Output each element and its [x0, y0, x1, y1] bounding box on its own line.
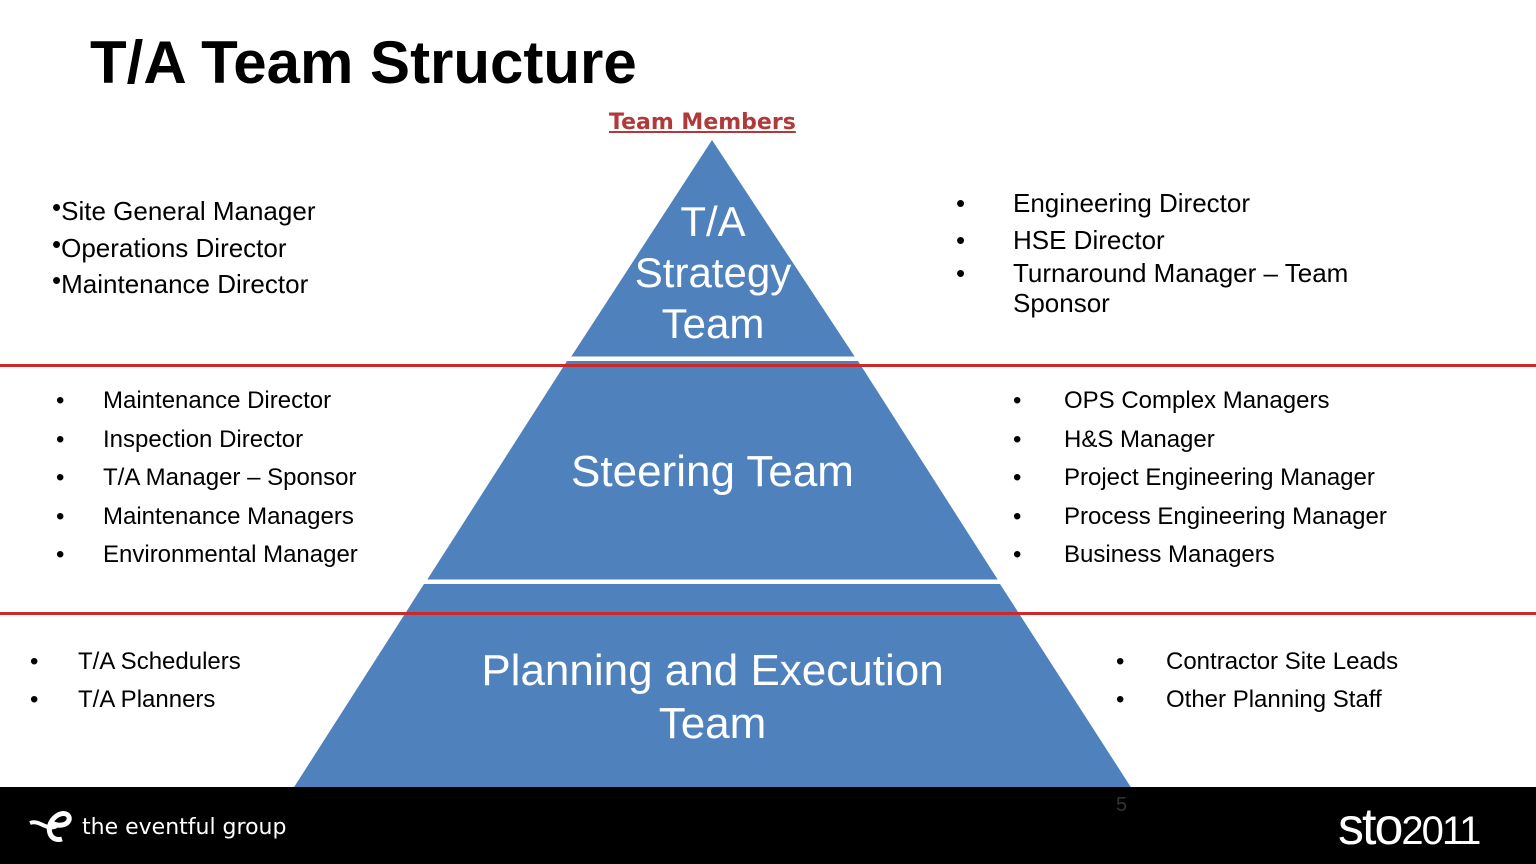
planning-right-list: •Contractor Site Leads •Other Planning S…	[1116, 643, 1398, 719]
list-item: •T/A Planners	[30, 686, 216, 713]
list-item: •Inspection Director	[56, 425, 304, 453]
sto-logo: sto2011	[1338, 797, 1481, 857]
eventful-logo-text: the eventful group	[82, 815, 287, 840]
footer-bar: the eventful group sto2011	[0, 787, 1536, 864]
list-item: •Project Engineering Manager	[1013, 464, 1375, 491]
eventful-logo-icon	[28, 809, 76, 845]
page-number: 5	[1116, 794, 1128, 816]
list-item: •Engineering Director	[956, 188, 1251, 218]
list-item: •Maintenance Managers	[56, 502, 354, 530]
tier-label-line: Planning and Execution	[481, 646, 944, 695]
list-item: •OPS Complex Managers	[1013, 387, 1330, 414]
section-divider	[0, 364, 1536, 367]
pyramid-tier-strategy	[571, 140, 855, 357]
pyramid-tier-steering	[427, 361, 998, 580]
section-divider	[0, 612, 1536, 615]
tier-label-strategy: T/A Strategy Team	[572, 196, 854, 349]
list-item: •H&S Manager	[1013, 425, 1215, 453]
list-item: •Maintenance Director	[52, 265, 309, 299]
list-item: •T/A Manager – Sponsor	[56, 464, 357, 491]
tier-label-line: Steering Team	[571, 447, 854, 496]
list-item: •Contractor Site Leads	[1116, 648, 1399, 675]
list-item: •Environmental Manager	[56, 541, 358, 568]
tier-label-line: Team	[658, 699, 767, 748]
steering-left-list: •Maintenance Director •Inspection Direct…	[56, 382, 358, 575]
list-item: •T/A Schedulers	[30, 648, 241, 675]
list-item: •Operations Director	[52, 228, 287, 263]
list-item: •Maintenance Director	[56, 387, 332, 414]
strategy-right-list: •Engineering Director •HSE Director •Tur…	[956, 185, 1433, 318]
strategy-left-list: •Site General Manager •Operations Direct…	[52, 192, 316, 303]
tier-label-line: Strategy	[634, 249, 792, 296]
tier-label-planning: Planning and Execution Team	[420, 644, 1005, 750]
list-item: •Business Managers	[1013, 541, 1275, 568]
pyramid-tier-planning	[282, 584, 1143, 806]
tier-label-line: T/A	[680, 198, 746, 245]
list-item: •Other Planning Staff	[1116, 686, 1382, 713]
list-item: •Site General Manager	[52, 192, 316, 226]
page-title: T/A Team Structure	[90, 29, 637, 96]
sto-logo-text: sto	[1338, 798, 1403, 856]
sto-logo-year: 2011	[1401, 809, 1481, 853]
steering-right-list: •OPS Complex Managers •H&S Manager •Proj…	[1013, 382, 1387, 575]
list-item: •HSE Director	[956, 224, 1165, 255]
tier-label-steering: Steering Team	[480, 446, 945, 497]
list-item: •Turnaround Manager – Team Sponsor	[956, 258, 1349, 318]
planning-left-list: •T/A Schedulers •T/A Planners	[30, 643, 241, 719]
list-item: •Process Engineering Manager	[1013, 502, 1387, 530]
team-members-heading: Team Members	[609, 110, 796, 135]
tier-label-line: Team	[661, 300, 765, 347]
